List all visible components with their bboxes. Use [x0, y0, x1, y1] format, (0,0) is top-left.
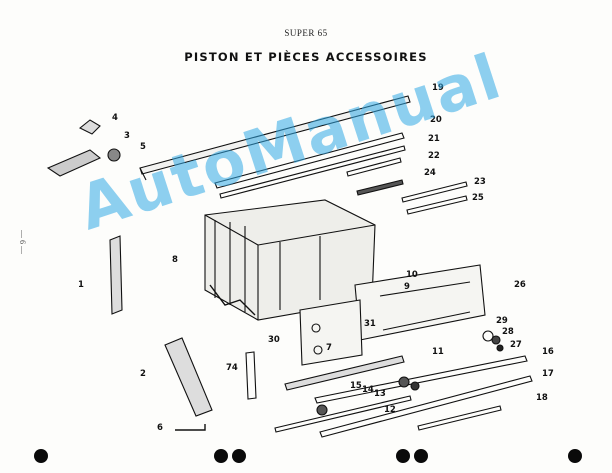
part-label-26: 26: [514, 280, 526, 290]
part-label-1: 1: [78, 280, 84, 290]
part-label-25: 25: [472, 193, 484, 203]
part-label-31: 31: [364, 319, 376, 329]
punch-hole: [568, 449, 582, 463]
part-label-12: 12: [384, 405, 396, 415]
part-label-20: 20: [430, 115, 442, 125]
punch-hole: [232, 449, 246, 463]
part-label-74: 74: [226, 363, 238, 373]
punch-hole: [396, 449, 410, 463]
model-header: SUPER 65: [284, 28, 328, 38]
part-label-3: 3: [124, 131, 130, 141]
part-label-6: 6: [157, 423, 163, 433]
punch-hole: [214, 449, 228, 463]
page-number: — 6 —: [18, 230, 27, 254]
part-label-15: 15: [350, 381, 362, 391]
part-label-18: 18: [536, 393, 548, 403]
part-label-30: 30: [268, 335, 280, 345]
part-label-2: 2: [140, 369, 146, 379]
part-label-27: 27: [510, 340, 522, 350]
page-title: PISTON ET PIÈCES ACCESSOIRES: [184, 50, 428, 64]
part-label-23: 23: [474, 177, 486, 187]
part-label-9: 9: [404, 282, 410, 292]
part-label-7: 7: [326, 343, 332, 353]
part-label-22: 22: [428, 151, 440, 161]
part-label-5: 5: [140, 142, 146, 152]
part-label-14: 14: [362, 385, 374, 395]
part-label-19: 19: [432, 83, 444, 93]
part-label-28: 28: [502, 327, 514, 337]
part-label-4: 4: [112, 113, 118, 123]
part-label-13: 13: [374, 389, 386, 399]
part-label-29: 29: [496, 316, 508, 326]
part-label-8: 8: [172, 255, 178, 265]
part-label-16: 16: [542, 347, 554, 357]
part-label-17: 17: [542, 369, 554, 379]
part-label-11: 11: [432, 347, 444, 357]
punch-hole: [414, 449, 428, 463]
punch-hole: [34, 449, 48, 463]
part-label-10: 10: [406, 270, 418, 280]
part-label-24: 24: [424, 168, 436, 178]
part-label-21: 21: [428, 134, 440, 144]
